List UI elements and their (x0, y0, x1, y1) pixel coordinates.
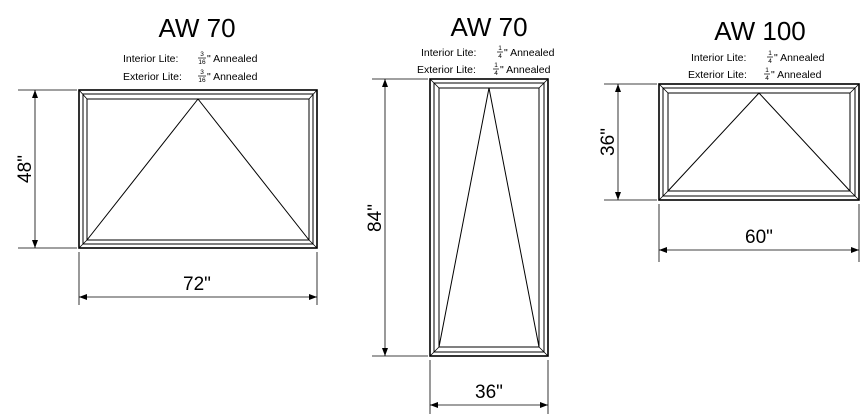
window-2-miter-tl (429, 78, 440, 89)
window-1-interior-suffix: " Annealed (207, 53, 258, 65)
window-3-exterior-numerator: 1 (765, 67, 769, 74)
window-3-interior-spec: Interior Lite: 1 4 " Annealed (691, 50, 825, 65)
window-2-interior-label: Interior Lite: (421, 47, 476, 59)
window-1-interior-label: Interior Lite: (123, 53, 178, 65)
window-2-sash (438, 87, 540, 348)
window-1-width-arrow-left (79, 294, 87, 300)
window-3-opening-swing-lines (667, 92, 851, 192)
window-3-frame-inner-edge (662, 87, 856, 197)
window-2-width-label: 36" (475, 382, 503, 403)
window-2-interior-spec: Interior Lite: 1 4 " Annealed (421, 45, 555, 60)
window-1-interior-denominator: 16 (198, 59, 206, 66)
window-3-exterior-spec: Exterior Lite: 1 4 " Annealed (688, 67, 822, 82)
window-1-exterior-numerator: 3 (200, 69, 204, 76)
window-2-frame-inner-edge (433, 82, 545, 353)
window-2-height-label: 84" (365, 204, 386, 232)
window-2-height-arrow-bottom (382, 348, 388, 356)
window-3-miter-tr (849, 83, 860, 94)
window-1-height-arrow-top (32, 90, 38, 98)
window-1-miter-br (308, 239, 318, 249)
window-1-height-dimension: 48" (15, 89, 77, 249)
window-3-height-arrow-top (615, 84, 621, 92)
window-1-frame (78, 89, 318, 249)
window-2-interior-suffix: " Annealed (504, 47, 555, 59)
window-1-exterior-spec: Exterior Lite: 3 16 " Annealed (123, 69, 258, 84)
window-2-width-dimension: 36" (429, 360, 549, 414)
window-1-miter-bl (78, 239, 88, 249)
window-3-miter-tl (658, 83, 669, 94)
window-2-outer-frame (429, 78, 549, 357)
window-1-interior-spec: Interior Lite: 3 16 " Annealed (123, 51, 258, 66)
window-1-height-arrow-bottom (32, 240, 38, 248)
window-3: AW 100 Interior Lite: 1 4 " Annealed Ext… (598, 16, 860, 262)
window-2-exterior-spec: Exterior Lite: 1 4 " Annealed (417, 62, 551, 77)
window-3-exterior-denominator: 4 (765, 75, 769, 82)
window-3-exterior-label: Exterior Lite: (688, 69, 747, 81)
window-2-interior-numerator: 1 (498, 45, 502, 52)
window-2-exterior-label: Exterior Lite: (417, 64, 476, 76)
window-3-exterior-suffix: " Annealed (771, 69, 822, 81)
window-1-exterior-label: Exterior Lite: (123, 71, 182, 83)
window-3-title: AW 100 (714, 16, 806, 46)
window-3-height-label: 36" (598, 128, 619, 156)
window-3-miter-bl (658, 190, 669, 201)
window-2-exterior-suffix: " Annealed (500, 64, 551, 76)
window-2-width-arrow-left (430, 402, 438, 408)
window-2-exterior-denominator: 4 (494, 70, 498, 77)
window-2-exterior-numerator: 1 (494, 62, 498, 69)
window-1-sash (86, 98, 310, 241)
window-3-height-dimension: 36" (598, 83, 657, 201)
window-2-height-dimension: 84" (365, 78, 428, 357)
window-1-interior-numerator: 3 (200, 51, 204, 58)
window-3-width-arrow-right (851, 247, 859, 253)
window-2-height-arrow-top (382, 79, 388, 87)
window-1-exterior-suffix: " Annealed (207, 71, 258, 83)
window-2-miter-tr (538, 78, 549, 89)
window-2-miter-br (538, 346, 549, 357)
window-1-width-dimension: 72" (78, 252, 318, 305)
window-3-frame (658, 83, 860, 201)
window-1-width-arrow-right (309, 294, 317, 300)
window-3-width-arrow-left (659, 247, 667, 253)
window-2-miter-bl (429, 346, 440, 357)
window-1-title: AW 70 (158, 13, 235, 43)
window-2-width-arrow-right (540, 402, 548, 408)
window-3-outer-frame (658, 83, 860, 201)
window-1: AW 70 Interior Lite: 3 16 " Annealed Ext… (15, 13, 318, 305)
window-2: AW 70 Interior Lite: 1 4 " Annealed Exte… (365, 12, 555, 414)
window-1-frame-inner-edge (82, 93, 314, 245)
window-1-outer-frame (78, 89, 318, 249)
window-3-width-dimension: 60" (658, 204, 860, 262)
window-1-exterior-denominator: 16 (198, 77, 206, 84)
window-3-height-arrow-bottom (615, 192, 621, 200)
window-1-miter-tl (78, 89, 88, 100)
window-3-width-label: 60" (745, 227, 773, 248)
window-3-interior-denominator: 4 (768, 58, 772, 65)
window-1-opening-swing-lines (86, 98, 310, 241)
window-3-sash (667, 92, 851, 192)
window-2-frame (429, 78, 549, 357)
window-1-width-label: 72" (183, 274, 211, 295)
window-1-miter-tr (308, 89, 318, 100)
window-3-interior-suffix: " Annealed (774, 52, 825, 64)
window-3-miter-br (849, 190, 860, 201)
window-2-opening-swing-lines (438, 87, 540, 348)
window-3-interior-label: Interior Lite: (691, 52, 746, 64)
window-3-interior-numerator: 1 (768, 50, 772, 57)
window-2-interior-denominator: 4 (498, 53, 502, 60)
window-2-title: AW 70 (450, 12, 527, 42)
window-1-height-label: 48" (15, 155, 36, 183)
